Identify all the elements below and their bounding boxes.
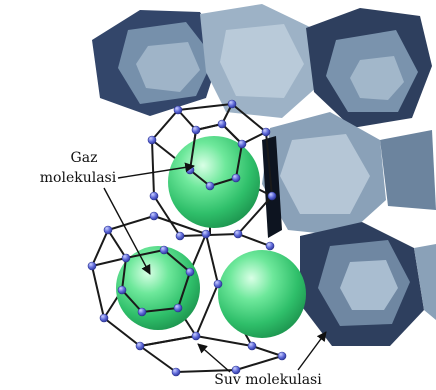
water-molecule-node [191,331,201,341]
cage-bond [177,109,197,131]
water-molecule-node [121,253,131,263]
water-molecule-node [171,367,181,377]
cage-bond [91,257,127,267]
water-molecule-node [173,105,183,115]
water-molecule-node [175,231,185,241]
polyhedron-face [136,42,200,92]
label-arrows [103,162,327,373]
water-molecule-node [265,241,275,251]
water-molecule-node [149,211,159,221]
hydrate-polyhedra [92,4,436,346]
water-molecule-node [205,181,215,191]
water-molecule-node [231,365,241,375]
water-molecule-node [277,351,287,361]
water-molecule-node [233,229,243,239]
water-molecule-label: Suv molekulasi [214,372,322,388]
water-molecule-node [159,245,169,255]
water-molecule-node [231,173,241,183]
water-molecule-node [99,313,109,323]
cage-bond [241,131,267,145]
polyhedron-face [220,24,304,98]
polyhedron-face [380,130,436,210]
water-molecule-node [213,279,223,289]
water-molecule-node [247,341,257,351]
gas-arrow-lower [103,187,151,275]
water-arrow-left [197,343,231,373]
water-molecule-node [173,303,183,313]
water-molecule-node [149,191,159,201]
water-molecule-nodes [87,99,287,377]
water-arrow-right [297,331,327,371]
water-molecule-node [103,225,113,235]
cage-bond [107,229,127,259]
water-molecule-node [267,191,277,201]
water-molecule-node [237,139,247,149]
cage-ring [139,335,283,373]
water-molecule-node [87,261,97,271]
water-molecule-node [135,341,145,351]
gas-arrow-upper [117,162,195,179]
water-molecule-node [191,125,201,135]
cage-bond [237,233,271,247]
gas-molecule-label-line2: molekulasi [40,170,117,186]
gas-molecule-sphere [168,136,260,228]
water-molecule-node [117,285,127,295]
gas-molecule-label-line1: Gaz [71,150,98,166]
polyhedron-face [414,244,436,320]
water-molecule-node [147,135,157,145]
water-molecule-node [137,307,147,317]
polyhedron-face [340,260,398,310]
water-molecule-node [201,229,211,239]
water-molecule-node [217,119,227,129]
gas-molecule-sphere [218,250,306,338]
water-molecule-node [227,99,237,109]
water-molecule-node [261,127,271,137]
water-molecule-node [185,267,195,277]
polyhedron-face [350,56,404,100]
polyhedron-face [280,134,370,214]
